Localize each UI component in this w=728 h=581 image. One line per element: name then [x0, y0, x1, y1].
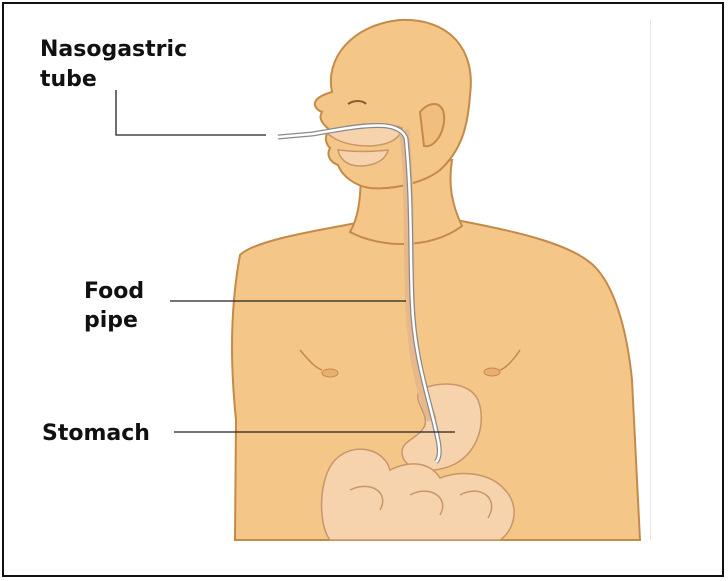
nasogastric-leader: [116, 90, 266, 135]
right-nipple: [484, 368, 500, 376]
nasogastric-label-line2: tube: [40, 66, 97, 94]
head: [315, 20, 471, 188]
food-pipe-label-line2: pipe: [84, 307, 138, 335]
left-nipple: [322, 369, 338, 377]
food-pipe-label-line1: Food: [84, 278, 144, 306]
stomach-label: Stomach: [42, 420, 150, 448]
nasogastric-label-line1: Nasogastric: [40, 36, 187, 64]
